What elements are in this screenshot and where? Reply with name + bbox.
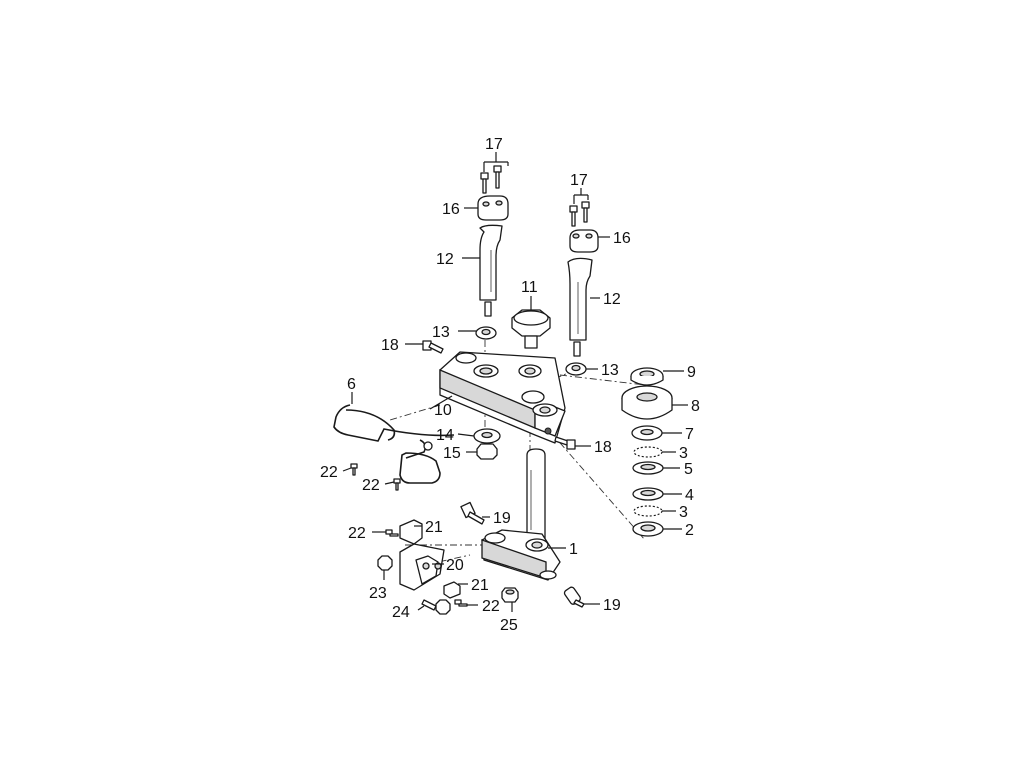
riser-12-right: [567, 257, 593, 357]
callout-13-left: 13: [432, 324, 450, 341]
callout-8: 8: [691, 398, 700, 415]
callout-22-a: 22: [320, 464, 338, 481]
callout-24: 24: [392, 604, 410, 621]
clamp-16-left: [477, 195, 509, 221]
bolt-17-right: [569, 201, 590, 227]
nut-23: [377, 555, 393, 571]
callout-22-b: 22: [362, 477, 380, 494]
callout-labels: 17 17 16 16 12 12 11 13 13 18 18 6 10 14…: [320, 136, 700, 634]
riser-12-left: [479, 224, 503, 317]
cable-guide-6: [333, 404, 455, 484]
leader-lines: [342, 152, 688, 612]
nut-11: [511, 309, 551, 349]
clip-21-lower: [443, 581, 461, 599]
callout-25: 25: [500, 617, 518, 634]
washer-7: [631, 425, 663, 441]
callout-3-lower: 3: [679, 504, 688, 521]
race-4: [632, 487, 664, 501]
callout-6: 6: [347, 376, 356, 393]
callout-18-right: 18: [594, 439, 612, 456]
steering-stem-1: [481, 448, 561, 581]
ball-race-3-upper: [633, 446, 663, 458]
callout-9: 9: [687, 364, 696, 381]
upper-triple-clamp-10: [439, 351, 566, 444]
callout-21-lower: 21: [471, 577, 489, 594]
screw-22-b: [393, 478, 401, 491]
bolt-19-upper: [460, 501, 485, 525]
callout-19-lower: 19: [603, 597, 621, 614]
ball-race-3-lower: [633, 505, 663, 517]
callout-4: 4: [685, 487, 694, 504]
callout-21-upper: 21: [425, 519, 443, 536]
callout-1: 1: [569, 541, 578, 558]
callout-22-d: 22: [482, 598, 500, 615]
callout-3-upper: 3: [679, 445, 688, 462]
callout-23: 23: [369, 585, 387, 602]
callout-2: 2: [685, 522, 694, 539]
nut-15: [476, 443, 498, 460]
clip-21-upper: [399, 519, 423, 545]
bolt-24: [421, 599, 451, 615]
washer-14: [473, 428, 501, 444]
screw-22-d: [454, 599, 468, 607]
callout-12-right: 12: [603, 291, 621, 308]
callout-7: 7: [685, 426, 694, 443]
callout-10: 10: [434, 402, 452, 419]
callout-16-left: 16: [442, 201, 460, 218]
seal-2: [632, 521, 664, 537]
washer-13-right: [565, 362, 587, 376]
callout-15: 15: [443, 445, 461, 462]
callout-12-left: 12: [436, 251, 454, 268]
bolt-19-lower: [563, 586, 585, 608]
washer-13-left: [475, 326, 497, 340]
callout-22-c: 22: [348, 525, 366, 542]
cover-8: [621, 385, 673, 420]
callout-11: 11: [521, 279, 538, 296]
callout-14: 14: [436, 427, 454, 444]
callout-17-left: 17: [485, 136, 503, 153]
callout-5: 5: [684, 461, 693, 478]
callout-13-right: 13: [601, 362, 619, 379]
callout-20: 20: [446, 557, 464, 574]
race-5: [632, 461, 664, 475]
callout-17-right: 17: [570, 172, 588, 189]
bolt-18-right: [554, 436, 576, 450]
callout-16-right: 16: [613, 230, 631, 247]
nut-25: [501, 587, 519, 603]
callout-18-left: 18: [381, 337, 399, 354]
bolt-18-left: [422, 340, 444, 354]
screw-22-c: [385, 529, 399, 537]
callout-19-upper: 19: [493, 510, 511, 527]
clamp-16-right: [569, 229, 599, 253]
bracket-20: [399, 543, 445, 591]
screw-22-a: [350, 463, 358, 476]
bolt-17-left: [480, 165, 502, 194]
nut-9: [630, 367, 664, 386]
